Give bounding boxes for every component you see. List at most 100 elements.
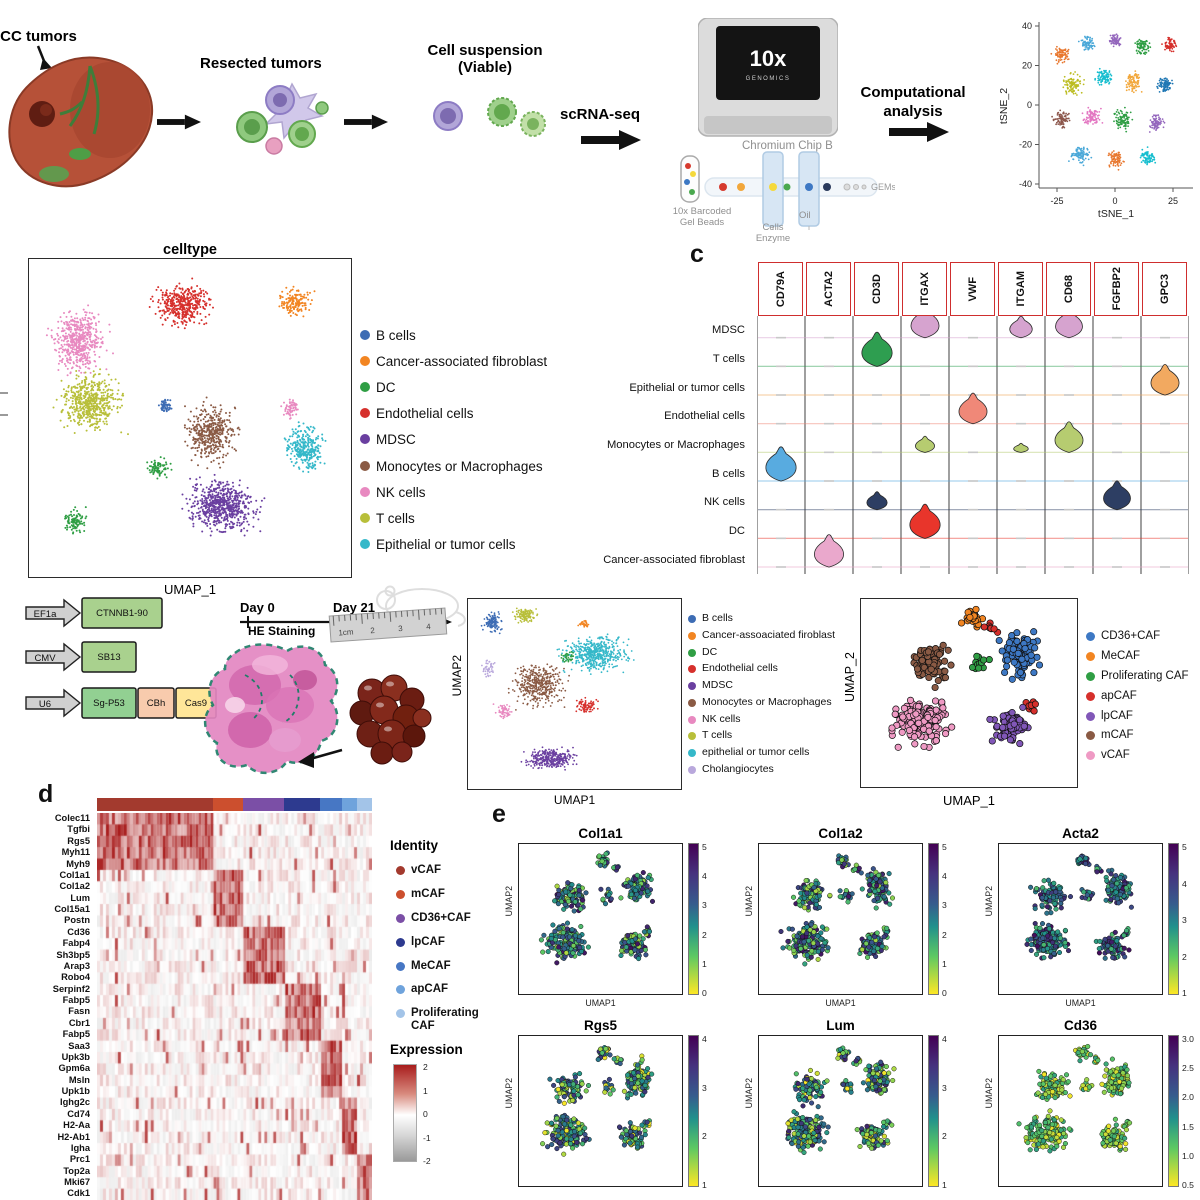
panel-e-letter: e (492, 800, 506, 828)
heatmap-gene-label: Gpm6a (58, 1063, 90, 1074)
feature-colorbar-tick: 5 (702, 842, 707, 852)
gene-header-ITGAM: ITGAM (998, 262, 1043, 316)
chromium-chip-diagram: GEMs (680, 151, 895, 230)
cluster-bar-segment (356, 798, 372, 811)
legend-item: Epithelial or tumor cells (360, 537, 547, 552)
legend-item: Monocytes or Macrophages (360, 459, 547, 474)
legend-label: mCAF (411, 887, 445, 900)
legend-swatch-icon (396, 937, 405, 947)
feature-colorbar-tick: 2 (942, 1131, 947, 1142)
feature-colorbar-tick: 3 (942, 1082, 947, 1093)
feature-colorbar-tick: 2.5 (1182, 1063, 1194, 1074)
legend-item: epithelial or tumor cells (688, 746, 835, 759)
violin-row-label: T cells (712, 352, 745, 365)
gene-header-FGFBP2: FGFBP2 (1094, 262, 1139, 316)
heatmap (97, 813, 372, 1200)
svg-text:tSNE_2: tSNE_2 (998, 88, 1010, 124)
legend-item: mCAF (1086, 729, 1189, 742)
feature-colorbar-tick: 4 (942, 871, 947, 882)
violin-row-label: MDSC (712, 324, 745, 337)
feature-colorbar-tick: 5 (1182, 842, 1187, 852)
feature-ylabel: UMAP2 (984, 886, 994, 917)
legend-swatch-icon (688, 665, 696, 674)
heatmap-gene-label: Fabp5 (62, 995, 90, 1005)
legend-swatch-icon (1086, 651, 1095, 661)
arrow-step2-icon (344, 114, 388, 130)
feature-xlabel: UMAP1 (1065, 998, 1096, 1008)
feature-colorbar-tick: 1 (1182, 988, 1187, 998)
svg-text:0: 0 (1112, 196, 1117, 206)
tenx-logo: 10x (750, 46, 787, 71)
feature-colorbar-tick: 3 (1182, 915, 1187, 925)
feature-colorbar (1168, 1035, 1179, 1187)
legend-item: MDSC (360, 432, 547, 447)
legend-label: B cells (376, 328, 416, 343)
legend-label: Cholangiocytes (702, 762, 774, 775)
heatmap-gene-label: Saa3 (68, 1040, 90, 1051)
cropped-plot-edge (0, 392, 8, 416)
svg-text:GENOMICS: GENOMICS (746, 76, 791, 82)
legend-label: CD36+CAF (411, 911, 471, 924)
feature-colorbar-tick: 2 (702, 929, 707, 940)
caf-umap-xlabel: UMAP_1 (942, 793, 996, 808)
mouse-umap-box (467, 598, 682, 790)
legend-label: Cancer-associated fibroblast (376, 354, 548, 370)
legend-swatch-icon (1086, 671, 1095, 681)
legend-item: CD36+CAF (1086, 630, 1189, 643)
mouse-umap-scatter (480, 607, 635, 771)
heatmap-gene-label: Upk1b (61, 1086, 90, 1096)
legend-swatch-icon (360, 382, 370, 393)
legend-item: Endothelial cells (360, 406, 547, 421)
legend-label: MeCAF (1101, 649, 1140, 662)
heatmap-gene-label: Sh3bp5 (56, 949, 90, 960)
feature-colorbar-tick: 1 (942, 1180, 947, 1190)
day0-label: Day 0 (240, 600, 275, 615)
gems-label: GEMs (871, 182, 895, 192)
caf-umap-scatter (888, 605, 1044, 751)
legend-swatch-icon (396, 866, 405, 875)
panel-d-letter: d (38, 780, 54, 808)
feature-colorbar-tick: 3 (702, 1082, 707, 1093)
legend-swatch-icon (688, 682, 696, 690)
legend-swatch-icon (360, 486, 370, 497)
legend-item: Proliferating CAF (396, 1007, 491, 1033)
heatmap-gene-label: Colec11 (54, 813, 90, 823)
umap-xlabel: UMAP_1 (163, 582, 217, 597)
mouse-umap-xlabel: UMAP1 (553, 793, 596, 807)
svg-text:-25: -25 (1050, 196, 1063, 206)
heatmap-gene-label: Fabp4 (62, 938, 90, 949)
heatmap-gene-label: Top2a (63, 1165, 90, 1176)
feature-colorbar-tick: 1 (942, 958, 947, 969)
feature-colorbar-tick: 1 (702, 1180, 707, 1190)
legend-swatch-icon (360, 356, 370, 367)
feature-colorbar-tick: 2 (702, 1131, 707, 1142)
legend-item: MeCAF (1086, 650, 1189, 663)
heatmap-gene-label: Ighg2c (60, 1097, 90, 1108)
feature-colorbar-tick: 2.0 (1182, 1092, 1194, 1103)
suspension-cells (433, 97, 546, 137)
tumor-he-arrow (298, 748, 343, 768)
resected-tumor-cells (236, 82, 329, 155)
legend-item: B cells (360, 328, 547, 343)
legend-label: Endothelial cells (702, 662, 778, 675)
legend-label: DC (702, 645, 718, 658)
heatmap-gene-label: H2-Ab1 (57, 1131, 90, 1142)
legend-label: lpCAF (411, 935, 445, 948)
feature-colorbar (1168, 843, 1179, 995)
feature-colorbar-tick: 4 (942, 1034, 947, 1044)
legend-swatch-icon (360, 512, 370, 523)
cell-suspension-label: Cell suspension (Viable) (427, 42, 543, 76)
heatmap-gene-label: Mki67 (64, 1177, 90, 1187)
feature-colorbar-tick: 4 (1182, 878, 1187, 889)
feature-colorbar (688, 1035, 699, 1187)
legend-label: epithelial or tumor cells (702, 746, 810, 758)
feature-colorbar (928, 1035, 939, 1187)
feature-colorbar-tick: 5 (942, 842, 947, 852)
tumor-photo (349, 674, 432, 765)
umap-title: celltype (163, 242, 217, 258)
panel-c-letter: c (690, 240, 704, 268)
